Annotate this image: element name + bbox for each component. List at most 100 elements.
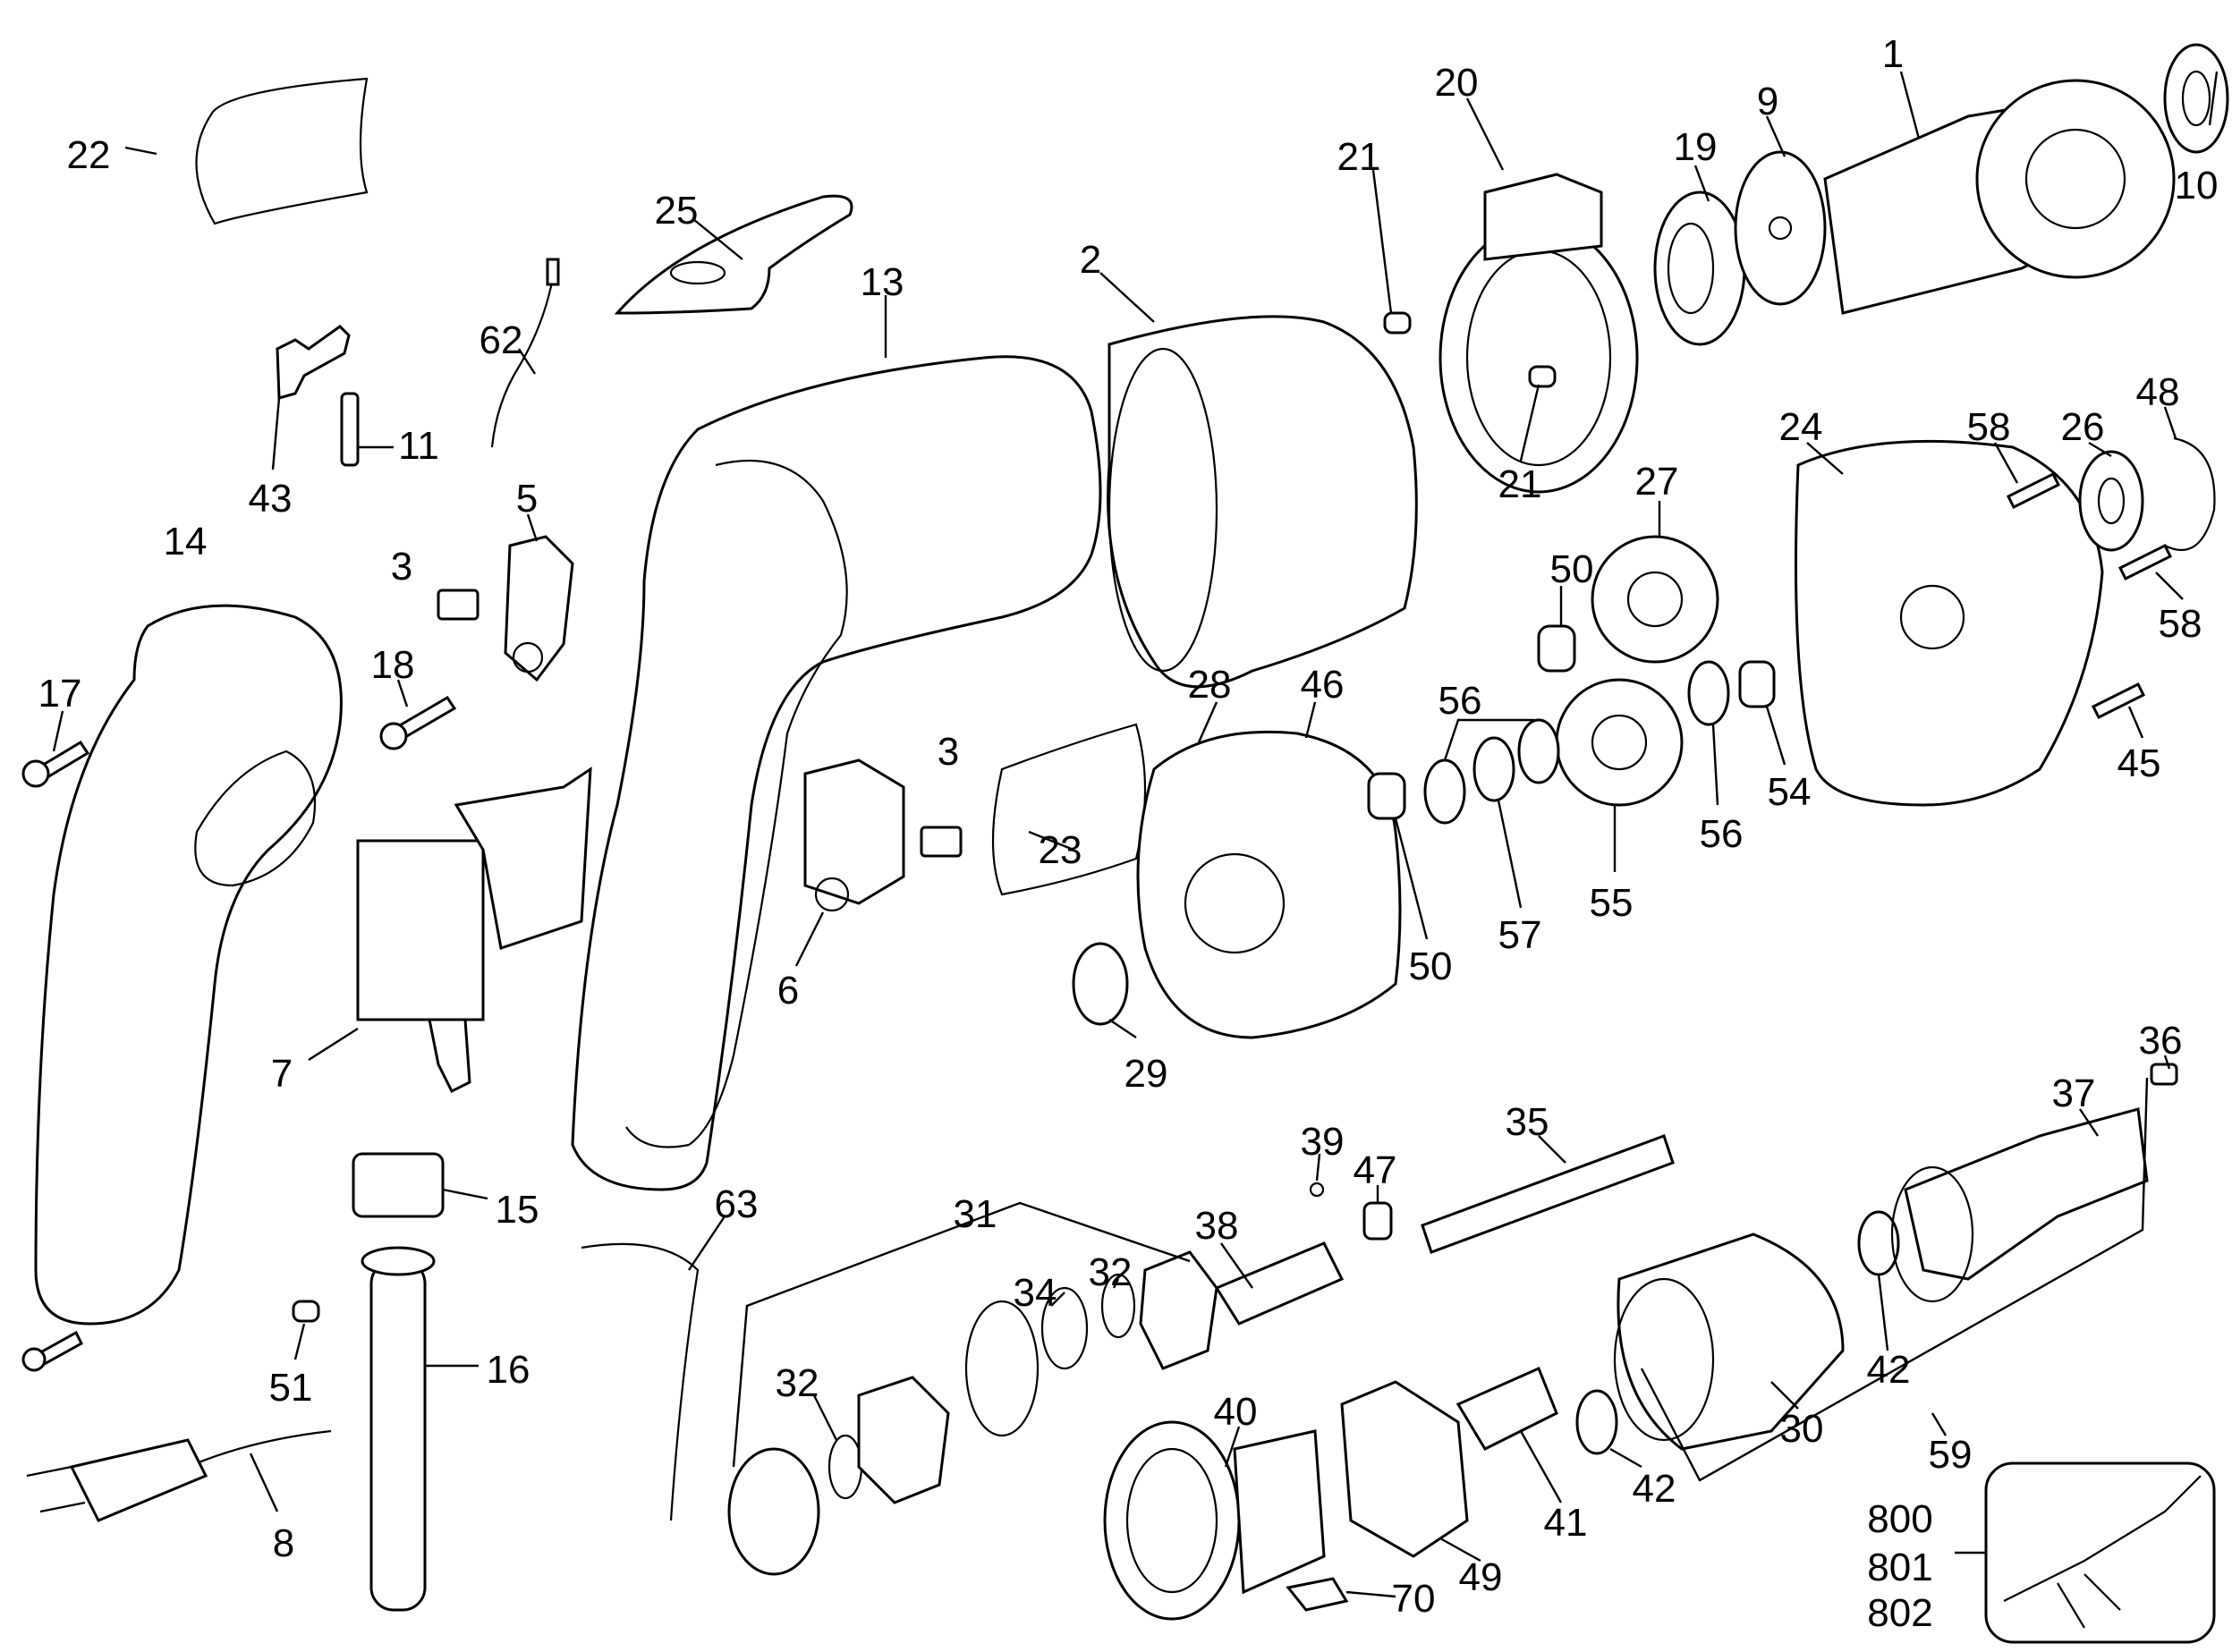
label-42a: 42 xyxy=(1633,1467,1676,1511)
label-16: 16 xyxy=(487,1348,530,1392)
part-63-belt-clip xyxy=(581,1242,700,1521)
part-8-plug xyxy=(69,1438,208,1522)
label-46: 46 xyxy=(1301,663,1345,707)
part-1-fan xyxy=(1975,79,2176,279)
part-29-washer xyxy=(1072,942,1129,1026)
leader-29 xyxy=(1108,1019,1137,1038)
part-30-nose-cone xyxy=(1617,1233,1845,1451)
part-43-clip xyxy=(276,325,351,400)
part-41-sleeve xyxy=(1455,1366,1558,1451)
part-15-cord-clamp xyxy=(352,1152,445,1218)
part-27-hub xyxy=(1626,571,1684,628)
label-50b: 50 xyxy=(1409,945,1453,988)
part-number-labels: 22 25 62 13 2 21 21 20 19 9 1 10 43 11 5… xyxy=(38,32,2219,1635)
leader-19 xyxy=(1693,165,1710,202)
leader-40 xyxy=(1224,1426,1241,1468)
leader-59 xyxy=(1931,1412,1948,1436)
label-8: 8 xyxy=(273,1521,294,1565)
label-17: 17 xyxy=(38,672,82,716)
leader-57 xyxy=(1497,800,1523,909)
leader-lines xyxy=(52,71,2219,1598)
part-45-screw xyxy=(2091,682,2146,720)
leader-7 xyxy=(308,1027,359,1062)
leader-5 xyxy=(526,513,539,542)
part-21a-pin xyxy=(1383,311,1412,335)
label-24: 24 xyxy=(1779,405,1823,449)
part-56a-washer xyxy=(1423,758,1466,825)
part-40-inner xyxy=(1125,1447,1218,1594)
part-25-cap xyxy=(614,194,853,315)
part-25-slot xyxy=(669,260,726,285)
part-62-terminal xyxy=(546,258,560,286)
part-23-label xyxy=(991,723,1147,896)
leader-51 xyxy=(293,1323,306,1360)
part-56c-washer xyxy=(1517,718,1560,784)
label-32b: 32 xyxy=(776,1361,819,1405)
part-26-bearing xyxy=(2078,450,2144,552)
part-35-spindle-shaft xyxy=(1421,1134,1675,1254)
label-26: 26 xyxy=(2061,405,2105,449)
label-35: 35 xyxy=(1506,1100,1549,1144)
part-16-cord-protector xyxy=(369,1259,427,1612)
label-56b: 56 xyxy=(1700,812,1744,856)
part-51-spring xyxy=(292,1300,320,1323)
part-nut xyxy=(727,1447,820,1576)
part-32a-o-ring xyxy=(1100,1273,1136,1339)
label-15: 15 xyxy=(496,1188,539,1232)
part-28-bore xyxy=(1184,852,1286,954)
leader-38 xyxy=(1220,1242,1253,1289)
part-6-brush-holder xyxy=(803,758,905,905)
label-10: 10 xyxy=(2175,164,2219,208)
part-40-depth-locator xyxy=(1103,1420,1241,1621)
label-30: 30 xyxy=(1780,1407,1824,1451)
label-22: 22 xyxy=(67,133,111,177)
leader-34 xyxy=(1050,1292,1065,1307)
part-2-front-ring xyxy=(1108,347,1218,673)
part-10-bore xyxy=(2181,70,2211,127)
leader-8 xyxy=(249,1453,279,1512)
part-8-cord xyxy=(187,1429,332,1469)
leader-20 xyxy=(1465,97,1505,171)
part-clutch-o-ring-large xyxy=(964,1300,1040,1437)
label-42b: 42 xyxy=(1867,1348,1911,1392)
leader-63 xyxy=(688,1216,726,1271)
label-51: 51 xyxy=(269,1366,313,1410)
label-1: 1 xyxy=(1882,32,1904,76)
part-50b-bearing xyxy=(1367,772,1406,820)
leader-56b xyxy=(1711,724,1719,806)
part-28-gear-plate xyxy=(1136,730,1402,1039)
part-48-retaining-ring xyxy=(2164,436,2216,551)
part-13-inner-shell xyxy=(625,459,848,1148)
part-clutch-spider xyxy=(857,1376,950,1504)
part-54-needle-bearing xyxy=(1738,660,1776,708)
part-42a-ring xyxy=(1575,1389,1618,1455)
label-802: 802 xyxy=(1867,1591,1932,1635)
leader-36 xyxy=(2163,1055,2171,1070)
leader-30 xyxy=(1770,1381,1799,1410)
label-47: 47 xyxy=(1354,1148,1397,1192)
part-10-bearing xyxy=(2163,43,2229,154)
leader-42a xyxy=(1609,1447,1642,1469)
part-49-collar xyxy=(1340,1380,1469,1558)
part-30-opening xyxy=(1613,1277,1715,1442)
part-34-spring xyxy=(1040,1286,1089,1370)
label-19: 19 xyxy=(1674,125,1718,169)
leader-35 xyxy=(1538,1135,1566,1164)
leader-21b xyxy=(1519,384,1540,462)
part-11-terminal xyxy=(340,392,360,467)
label-48: 48 xyxy=(2136,370,2180,414)
part-55-gear xyxy=(1555,678,1684,807)
leader-42b xyxy=(1877,1274,1889,1351)
part-21b-pin xyxy=(1528,365,1557,388)
part-40-body xyxy=(1233,1429,1326,1595)
label-36: 36 xyxy=(2139,1019,2183,1063)
label-70: 70 xyxy=(1392,1577,1436,1621)
part-2-field xyxy=(1107,315,1418,689)
part-55-hub xyxy=(1591,714,1648,771)
label-13: 13 xyxy=(861,260,904,304)
part-58b-screw xyxy=(2117,543,2173,581)
part-24-gear-case xyxy=(1795,439,2104,807)
leader-15 xyxy=(442,1188,488,1200)
part-18-head xyxy=(379,722,408,750)
label-45: 45 xyxy=(2117,741,2161,785)
